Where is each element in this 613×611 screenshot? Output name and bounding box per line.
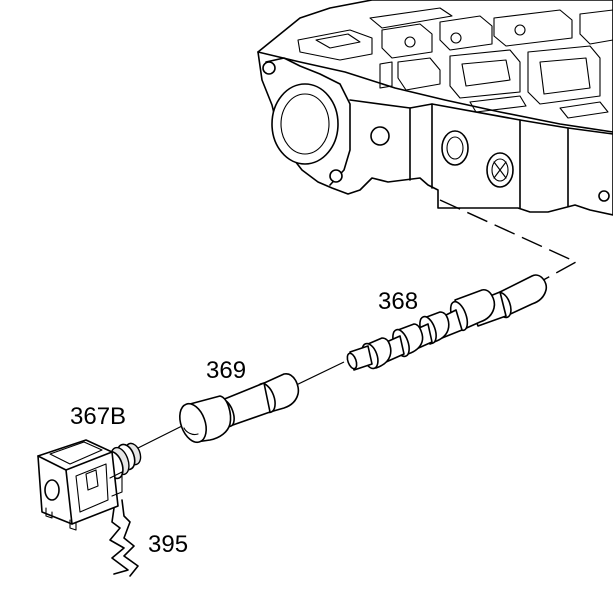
- assembly-axis-line: [137, 361, 345, 449]
- solenoid-367B: [37, 439, 142, 531]
- callout-395: 395: [148, 531, 188, 558]
- valve-368: [346, 274, 548, 371]
- leader-line-dashed: [439, 199, 578, 285]
- spring-369: [179, 373, 300, 444]
- callout-367B: 367B: [70, 403, 126, 430]
- valve-body-casting: [257, 0, 613, 216]
- callout-369: 369: [206, 357, 246, 384]
- retainer-clip-395: [109, 499, 139, 577]
- callout-368: 368: [378, 288, 418, 315]
